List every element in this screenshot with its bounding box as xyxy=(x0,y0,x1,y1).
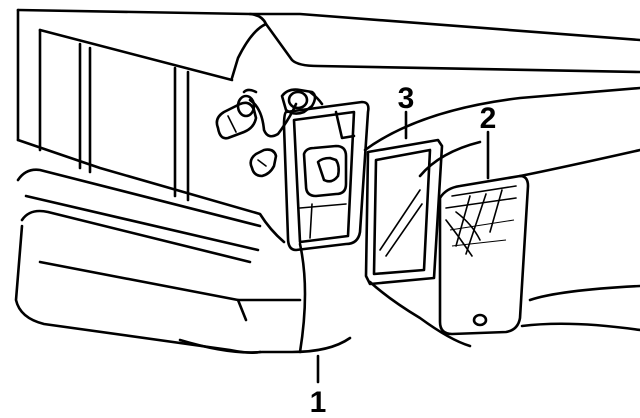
bulb xyxy=(249,148,278,178)
callout-3: 3 xyxy=(398,82,415,115)
leader-lines xyxy=(316,110,490,384)
callout-2: 2 xyxy=(480,102,497,135)
vehicle-body xyxy=(14,8,640,354)
callout-1: 1 xyxy=(310,386,327,418)
gasket xyxy=(364,138,444,286)
side-marker-lens xyxy=(438,174,530,336)
bulb-socket xyxy=(215,88,324,140)
lamp-housing xyxy=(282,100,370,252)
